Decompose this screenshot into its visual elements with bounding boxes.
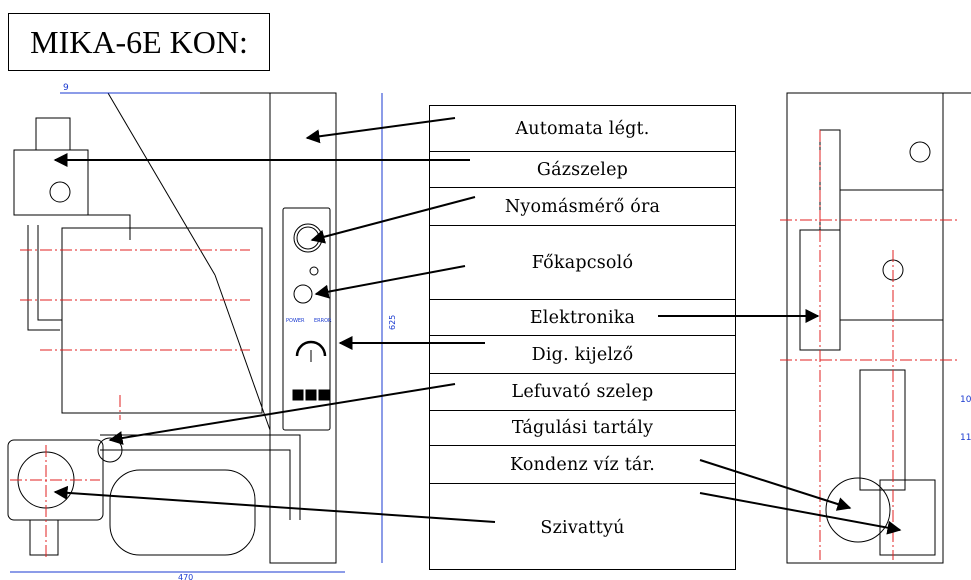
component-legend-table: Automata légt. Gázszelep Nyomásmérő óra … (429, 105, 736, 570)
side-view-outline (786, 92, 944, 564)
panel-power-text: POWER (286, 318, 305, 324)
panel-error-text: ERROR (314, 318, 332, 324)
legend-row-3: Nyomásmérő óra (430, 187, 735, 225)
heat-exchanger (61, 227, 263, 414)
legend-row-10: Szivattyú (430, 483, 735, 571)
dimension-470: 470 (178, 573, 193, 580)
label-expansion-tank: Tágulási tartály (508, 418, 657, 438)
gas-valve-body (13, 149, 89, 216)
label-condensate-trap: Kondenz víz tár. (507, 454, 658, 475)
label-pressure-gauge: Nyomásmérő óra (501, 196, 664, 217)
label-pump: Szivattyú (537, 517, 628, 538)
label-digital-display: Dig. kijelző (528, 344, 637, 365)
callout-9: 9 (63, 83, 69, 93)
label-electronics: Elektronika (526, 307, 639, 328)
label-gas-valve: Gázszelep (533, 159, 632, 180)
diagram-title: MIKA-6E KON: (8, 13, 270, 71)
expansion-tank (109, 469, 256, 556)
legend-row-9: Kondenz víz tár. (430, 445, 735, 483)
pressure-gauge (293, 223, 323, 253)
label-main-switch: Főkapcsoló (528, 252, 637, 273)
legend-row-8: Tágulási tartály (430, 410, 735, 445)
callout-10: 10 (960, 395, 971, 405)
legend-row-1: Automata légt. (430, 106, 735, 151)
legend-row-4: Főkapcsoló (430, 225, 735, 299)
legend-row-5: Elektronika (430, 299, 735, 335)
legend-row-6: Dig. kijelző (430, 335, 735, 373)
legend-row-7: Lefuvató szelep (430, 373, 735, 410)
legend-row-2: Gázszelep (430, 151, 735, 187)
label-automatic-air-vent: Automata légt. (512, 118, 653, 139)
main-switch (293, 284, 313, 304)
front-panel-outline (269, 92, 337, 564)
callout-11: 11 (960, 433, 971, 443)
dimension-625: 625 (388, 315, 397, 330)
label-safety-valve: Lefuvató szelep (508, 382, 657, 402)
